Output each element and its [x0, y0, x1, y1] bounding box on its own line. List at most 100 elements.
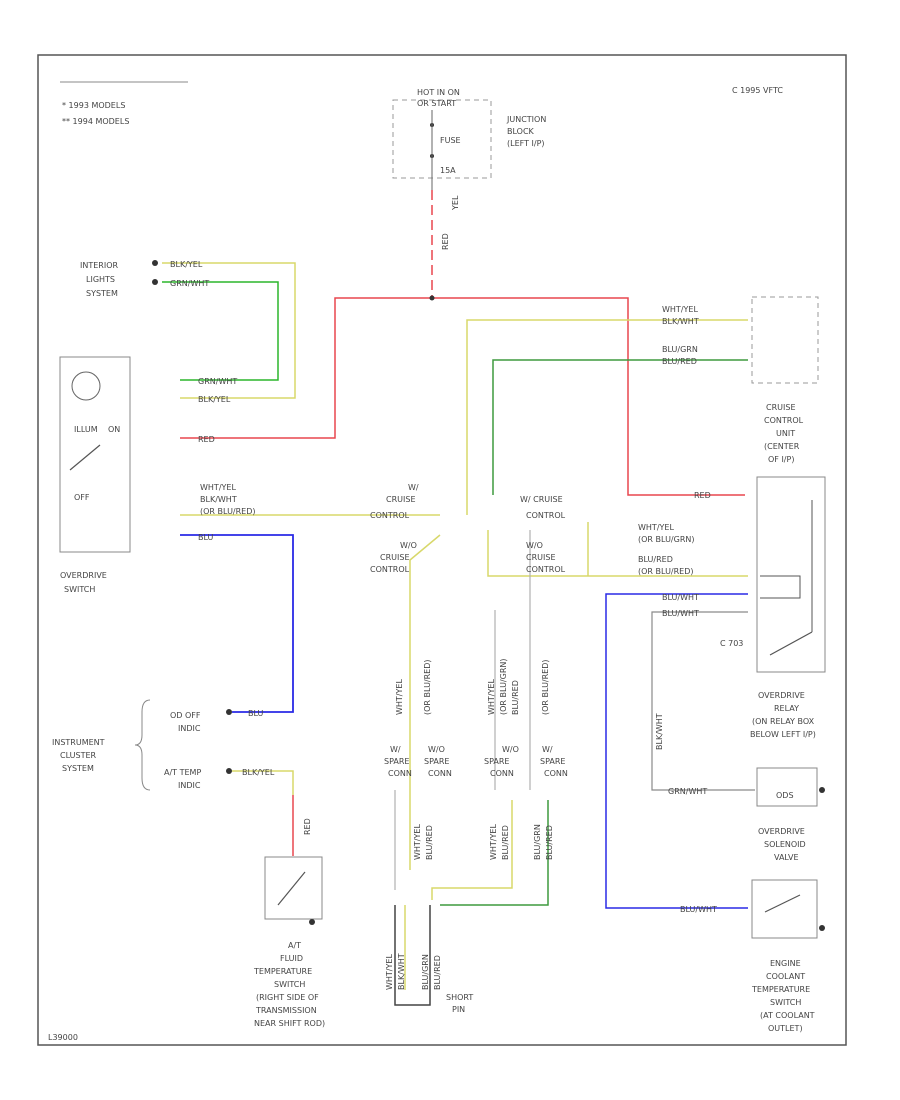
- fuse-label: FUSE: [440, 136, 461, 145]
- ccu-title-2: CONTROL: [764, 416, 804, 425]
- solenoid-title-2: SOLENOID: [764, 840, 806, 849]
- ect-title-2: COOLANT: [766, 972, 805, 981]
- ccu-title-1: CRUISE: [766, 403, 796, 412]
- footer-id: L39000: [48, 1033, 78, 1042]
- switch-wire-mid-2: BLK/WHT: [200, 495, 237, 504]
- ccu-wire-4: BLU/RED: [662, 357, 697, 366]
- solenoid-title-1: OVERDRIVE: [758, 827, 805, 836]
- short-pin-1: SHORT: [446, 993, 473, 1002]
- relay-title-4: BELOW LEFT I/P): [750, 730, 816, 739]
- cluster-title-1: INSTRUMENT: [52, 738, 105, 747]
- spare-vert-1a: WHT/YEL: [395, 679, 404, 715]
- overdrive-relay: [756, 476, 826, 673]
- cluster-wire-blu: BLU: [248, 709, 264, 718]
- interior-terminal-1: [152, 260, 158, 266]
- ect-contact: [764, 894, 801, 913]
- wire-dgreen-ccu: [492, 359, 748, 495]
- wire-blue-cluster: [180, 534, 294, 713]
- copyright: C 1995 VFTC: [732, 86, 783, 95]
- atf-title-1: A/T: [288, 941, 301, 950]
- cluster-at: A/T TEMP: [164, 768, 201, 777]
- ect-title-3: TEMPERATURE: [751, 985, 810, 994]
- spare-low-2b: BLU/RED: [501, 825, 510, 860]
- power-wire-a: RED: [441, 233, 450, 250]
- relay-wire-6: BLU/WHT: [662, 609, 699, 618]
- interior-label-1: INTERIOR: [80, 261, 119, 270]
- wire-blue-ect: [605, 593, 748, 909]
- atf-title-4: SWITCH: [274, 980, 305, 989]
- ect-title-1: ENGINE: [770, 959, 801, 968]
- spare-1a: W/: [390, 745, 401, 754]
- cluster-od-2: INDIC: [178, 724, 201, 733]
- switch-illum: ILLUM: [74, 425, 98, 434]
- atf-ground: [309, 919, 315, 925]
- relay-title-3: (ON RELAY BOX: [752, 717, 815, 726]
- relay-title-2: RELAY: [774, 704, 799, 713]
- relay-wire-3: BLU/RED: [638, 555, 673, 564]
- solenoid-box: [756, 767, 818, 807]
- wire-green-interior: [162, 281, 279, 381]
- relay-coil: [760, 575, 801, 599]
- relay-contact: [769, 631, 813, 656]
- switch-contact: [69, 444, 101, 471]
- atf-switch-box: [264, 856, 323, 920]
- cruise-right-without-1: W/O: [526, 541, 543, 550]
- wire-yellow-atf: [232, 770, 294, 795]
- ect-switch-box: [751, 879, 818, 939]
- illum-bulb: [71, 371, 101, 401]
- cluster-at-2: INDIC: [178, 781, 201, 790]
- cruise-right-without-2: CRUISE: [526, 553, 556, 562]
- interior-wire-2: GRN/WHT: [170, 279, 209, 288]
- junction-block: [392, 99, 492, 179]
- diagram-frame: [37, 54, 847, 1046]
- pin-vert-1a: WHT/YEL: [385, 954, 394, 990]
- spare-vert-2c: BLU/RED: [511, 680, 520, 715]
- cluster-brace: [134, 699, 151, 791]
- switch-name-2: SWITCH: [64, 585, 95, 594]
- wire-yellow-spare-loop: [409, 790, 513, 900]
- cluster-title-3: SYSTEM: [62, 764, 94, 773]
- solenoid-ground: [819, 787, 825, 793]
- cruise-control-unit: [751, 296, 819, 384]
- wire-short-pin: [394, 905, 431, 1006]
- spare-low-2a: WHT/YEL: [489, 824, 498, 860]
- cruise-with-2: CRUISE: [386, 495, 416, 504]
- interior-wire-1: BLK/YEL: [170, 260, 203, 269]
- spare-vert-2b: (OR BLU/GRN): [499, 659, 508, 715]
- overdrive-switch-body: [59, 356, 131, 553]
- pin-vert-2a: BLU/GRN: [421, 954, 430, 990]
- solenoid-box-label: ODS: [776, 791, 794, 800]
- atf-contact: [277, 871, 306, 906]
- relay-wire-2: (OR BLU/GRN): [638, 535, 694, 544]
- junction-label-3: (LEFT I/P): [507, 139, 545, 148]
- spare-vert-2a: WHT/YEL: [487, 679, 496, 715]
- spare-vert-2d: (OR BLU/RED): [541, 659, 550, 715]
- relay-title-1: OVERDRIVE: [758, 691, 805, 700]
- switch-wire-grn: GRN/WHT: [198, 377, 237, 386]
- spare-2b: SPARE: [424, 757, 449, 766]
- switch-wire-mid-1: WHT/YEL: [200, 483, 236, 492]
- interior-label-3: SYSTEM: [86, 289, 118, 298]
- switch-wire-yel: BLK/YEL: [198, 395, 231, 404]
- ect-wire: BLU/WHT: [680, 905, 717, 914]
- cruise-right-with-2: CONTROL: [526, 511, 566, 520]
- pin-vert-2b: BLU/RED: [433, 955, 442, 990]
- spare-1b: SPARE: [384, 757, 409, 766]
- spare-low-3a: BLU/GRN: [533, 824, 542, 860]
- ccu-wire-3: BLU/GRN: [662, 345, 698, 354]
- ect-title-6: OUTLET): [768, 1024, 803, 1033]
- switch-wire-blu: BLU: [198, 533, 214, 542]
- spare-1c: CONN: [388, 769, 412, 778]
- spare-vert-1b: (OR BLU/RED): [423, 659, 432, 715]
- cruise-with-3: CONTROL: [370, 511, 410, 520]
- ccu-wire-2: BLK/WHT: [662, 317, 699, 326]
- solenoid-vert-wire: BLK/WHT: [655, 713, 664, 750]
- junction-label-2: BLOCK: [507, 127, 535, 136]
- wire-yellow-ccu: [466, 319, 748, 515]
- switch-wire-red: RED: [198, 435, 215, 444]
- splice-red: [429, 295, 435, 301]
- interior-label-2: LIGHTS: [86, 275, 115, 284]
- pin-vert-1b: BLK/WHT: [397, 953, 406, 990]
- switch-name-1: OVERDRIVE: [60, 571, 107, 580]
- cruise-without-1: W/O: [400, 541, 417, 550]
